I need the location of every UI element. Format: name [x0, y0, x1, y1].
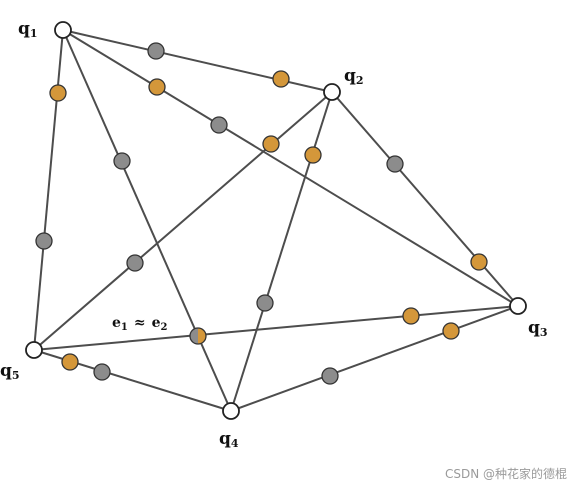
vertex-label-q3: q3 — [528, 318, 548, 339]
gray-point — [113, 152, 131, 170]
vertex-q3 — [509, 297, 527, 315]
gray-point — [35, 232, 53, 250]
split-point — [189, 327, 207, 345]
gray-point — [126, 254, 144, 272]
vertex-label-q1: q1 — [18, 19, 38, 40]
orange-point — [470, 253, 488, 271]
edge-q2-q3 — [331, 91, 519, 307]
orange-point — [61, 353, 79, 371]
edge-q1-q5 — [33, 29, 64, 351]
edge-annotation: e1≈e2 — [112, 315, 168, 333]
orange-point — [442, 322, 460, 340]
edge-q3-q5 — [33, 305, 519, 351]
gray-point — [321, 367, 339, 385]
gray-point — [256, 294, 274, 312]
labels-layer: q1 q2 q3 q4 q5 — [0, 19, 548, 450]
orange-point — [272, 70, 290, 88]
vertex-q1 — [54, 21, 72, 39]
edges-layer — [33, 29, 519, 412]
gray-point — [147, 42, 165, 60]
edge-q1-q3 — [62, 29, 519, 307]
edge-q2-q5 — [33, 91, 333, 351]
orange-point — [49, 84, 67, 102]
vertex-q5 — [25, 341, 43, 359]
gray-point — [93, 363, 111, 381]
watermark: CSDN @种花家的德棍 — [444, 467, 567, 481]
edge-q1-q4 — [62, 29, 232, 412]
vertex-label-q5: q5 — [0, 361, 20, 382]
edge-q2-q4 — [230, 91, 333, 412]
edge-q1-q2 — [62, 29, 333, 93]
points-layer — [35, 42, 488, 385]
orange-point — [402, 307, 420, 325]
vertices-layer — [25, 21, 527, 420]
orange-point — [262, 135, 280, 153]
gray-point — [210, 116, 228, 134]
vertex-label-q4: q4 — [219, 429, 239, 450]
gray-point — [386, 155, 404, 173]
vertex-label-q2: q2 — [344, 66, 364, 87]
vertex-q4 — [222, 402, 240, 420]
edge-q3-q4 — [230, 305, 519, 412]
vertex-q2 — [323, 83, 341, 101]
orange-point — [304, 146, 322, 164]
orange-point — [148, 78, 166, 96]
